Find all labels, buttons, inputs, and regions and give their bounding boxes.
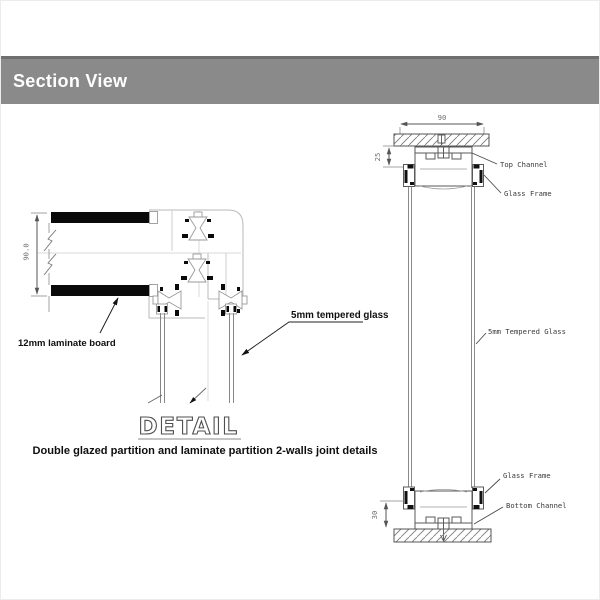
- floor-slab: [393, 528, 492, 543]
- glass-frame-bottom-left: [403, 486, 415, 510]
- detail-title: DETAIL: [139, 414, 240, 440]
- bottom-channel-label: Bottom Channel: [506, 501, 567, 510]
- glass-frame-bottom-right: [472, 486, 484, 510]
- ceiling-board: [393, 133, 490, 147]
- board-end-cap-bottom: [149, 284, 158, 297]
- height-dim-text: 90.0: [22, 243, 31, 260]
- tempered-glass-leader: [241, 321, 363, 356]
- bottom-height-dimension: 30: [370, 500, 405, 528]
- glass-frame-top-label: Glass Frame: [504, 189, 552, 198]
- laminate-leader: [99, 297, 119, 334]
- section-view-banner: Section View: [1, 56, 599, 104]
- break-mark: [43, 229, 57, 252]
- section-labels: Top Channel Glass Frame 5mm Tempered Gla…: [471, 152, 567, 525]
- break-mark: [43, 253, 57, 276]
- right-section-drawing: 90: [370, 113, 567, 543]
- top-height-dimension: 25: [373, 145, 413, 168]
- vertical-clamp-top: [181, 211, 215, 241]
- glass-frame-bottom-label: Glass Frame: [503, 471, 551, 480]
- glass-frame-top-left: [403, 164, 415, 187]
- page-title: Section View: [13, 71, 128, 91]
- board-edge-line: [43, 223, 57, 312]
- height-dimension: 90.0: [22, 212, 47, 297]
- left-detail-drawing: 90.0: [18, 209, 389, 457]
- glass-frame-top-leader: [483, 174, 502, 194]
- top-dim-text: 25: [373, 153, 382, 162]
- laminate-board-label: 12mm laminate board: [18, 338, 116, 349]
- width-dim-text: 90: [438, 113, 447, 122]
- glass-frame-bottom-leader: [484, 478, 501, 494]
- bottom-dim-text: 30: [370, 511, 379, 520]
- bottom-channel-leader: [473, 506, 504, 525]
- tempered-glass-leader-right: [475, 332, 487, 345]
- bottom-channel: [414, 489, 473, 543]
- glass-frame-top-right: [472, 164, 484, 187]
- glass-panes-section: [408, 187, 475, 488]
- laminate-board-bottom: [51, 285, 149, 296]
- laminate-board-top: [51, 212, 149, 223]
- top-channel: [414, 146, 473, 190]
- tempered-glass-label: 5mm tempered glass: [291, 310, 389, 321]
- width-dimension: 90: [399, 113, 485, 134]
- glass-panes-left-detail: [160, 313, 234, 403]
- glass-clips: [156, 303, 237, 315]
- top-channel-leader: [471, 152, 498, 165]
- board-end-cap-top: [149, 211, 158, 224]
- section-break-marks: [147, 387, 207, 404]
- tempered-glass-section-label: 5mm Tempered Glass: [488, 327, 566, 336]
- top-channel-label: Top Channel: [500, 160, 548, 169]
- drawing-caption: Double glazed partition and laminate par…: [33, 445, 378, 457]
